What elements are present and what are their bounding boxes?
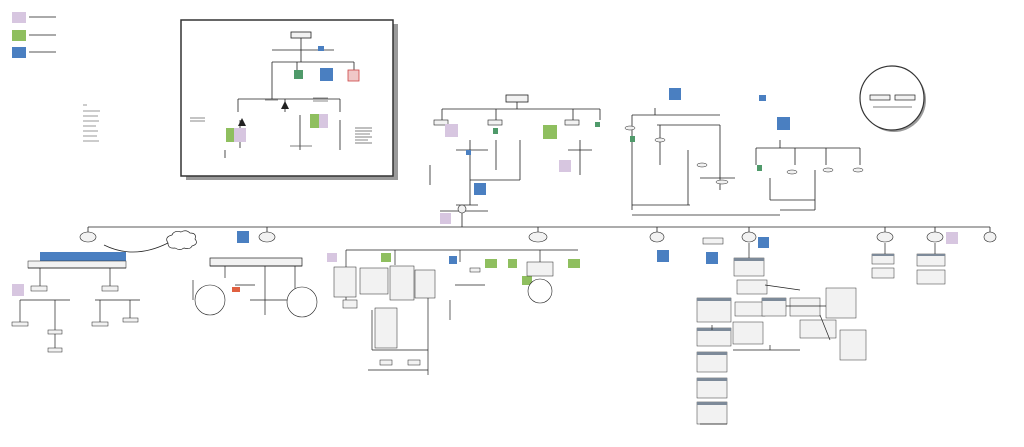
side-list	[83, 104, 100, 142]
upper-tree	[429, 94, 861, 216]
callout-circle	[859, 65, 926, 132]
legend-swatch-green	[12, 30, 26, 41]
section-four	[657, 232, 958, 425]
section-left	[11, 231, 249, 353]
section-nodes	[79, 231, 997, 243]
legend	[12, 12, 56, 58]
section-two	[192, 257, 318, 318]
main-spine	[87, 213, 991, 233]
upper-tree-nodes	[433, 88, 864, 224]
cloud-shape	[103, 230, 197, 253]
section-three	[327, 249, 580, 375]
legend-swatch-purple	[12, 12, 26, 23]
legend-swatch-blue	[12, 47, 26, 58]
detail-panel	[180, 19, 398, 180]
